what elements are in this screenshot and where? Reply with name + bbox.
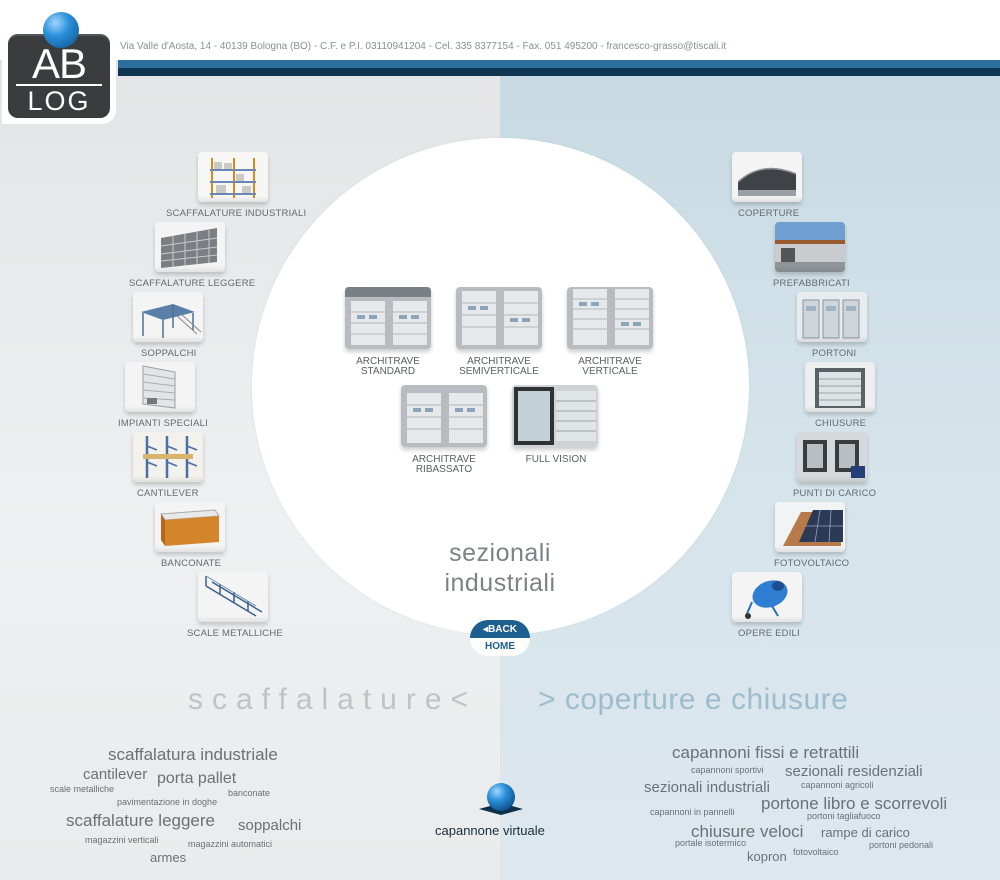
tag-link[interactable]: scale metalliche: [50, 784, 115, 794]
tag-link[interactable]: rampe di carico: [821, 825, 910, 840]
category-label-prefab-building[interactable]: PREFABBRICATI: [773, 278, 850, 289]
tag-link[interactable]: fotovoltaico: [793, 847, 839, 857]
category-label-mezzanine[interactable]: SOPPALCHI: [141, 348, 197, 359]
industrial-shelving-image[interactable]: [198, 152, 268, 202]
door-full-vision-image[interactable]: [512, 385, 598, 447]
tag-link[interactable]: capannoni fissi e retrattili: [672, 743, 860, 762]
company-address: Via Valle d'Aosta, 14 - 40139 Bologna (B…: [120, 41, 727, 52]
back-home-button[interactable]: ◂BACK HOME: [470, 620, 530, 658]
tag-link[interactable]: portoni tagliafuoco: [807, 811, 881, 821]
category-label-light-shelving[interactable]: SCAFFALATURE LEGGERE: [129, 278, 256, 289]
roof-cover-image[interactable]: [732, 152, 802, 202]
tag-link[interactable]: capannoni agricoli: [801, 780, 874, 790]
logo-divider: [16, 84, 102, 86]
logo-plate: AB LOG: [8, 34, 110, 118]
category-label-doors[interactable]: PORTONI: [812, 348, 857, 359]
category-label-loading-dock[interactable]: PUNTI DI CARICO: [793, 488, 877, 499]
door-vertical-image[interactable]: [567, 287, 653, 349]
tag-link[interactable]: capannoni in pannelli: [650, 807, 735, 817]
section-title-covers-closures[interactable]: > coperture e chiusure: [538, 683, 849, 716]
mezzanine-image[interactable]: [133, 292, 203, 342]
category-label-roof-cover[interactable]: COPERTURE: [738, 208, 800, 219]
page-title: sezionali industriali: [444, 539, 556, 597]
logo-text-bottom: LOG: [27, 86, 91, 116]
door-label-standard[interactable]: ARCHITRAVE STANDARD: [356, 356, 420, 377]
category-label-concrete-mixer[interactable]: OPERE EDILI: [738, 628, 800, 639]
tag-link[interactable]: magazzini automatici: [188, 839, 273, 849]
tag-link[interactable]: armes: [150, 850, 187, 865]
door-label-full-vision[interactable]: FULL VISION: [525, 454, 587, 465]
counter-image[interactable]: [155, 502, 225, 552]
site-logo[interactable]: AB LOG: [2, 12, 116, 124]
center-circle: [252, 138, 749, 635]
door-semivertical-image[interactable]: [456, 287, 542, 349]
prefab-building-image[interactable]: [775, 222, 845, 272]
doors-image[interactable]: [797, 292, 867, 342]
tag-link[interactable]: kopron: [747, 849, 787, 864]
tag-link[interactable]: cantilever: [83, 766, 148, 783]
tag-link[interactable]: scaffalatura industriale: [108, 745, 278, 764]
door-lowered-image[interactable]: [401, 385, 487, 447]
category-label-closures[interactable]: CHIUSURE: [815, 418, 867, 429]
category-label-metal-stairs[interactable]: SCALE METALLICHE: [187, 628, 283, 639]
tag-link[interactable]: chiusure veloci: [691, 822, 804, 841]
concrete-mixer-image[interactable]: [732, 572, 802, 622]
header-bar-light: [118, 60, 1000, 68]
loading-dock-image[interactable]: [797, 432, 867, 482]
special-systems-image[interactable]: [125, 362, 195, 412]
category-label-special-systems[interactable]: IMPIANTI SPECIALI: [118, 418, 208, 429]
tag-link[interactable]: magazzini verticali: [85, 835, 159, 845]
door-standard-image[interactable]: [345, 287, 431, 349]
category-label-counter[interactable]: BANCONATE: [161, 558, 222, 569]
tag-link[interactable]: pavimentazione in doghe: [117, 797, 218, 807]
tag-link[interactable]: soppalchi: [238, 817, 302, 834]
tag-link[interactable]: sezionali residenziali: [785, 763, 923, 780]
tag-link[interactable]: sezionali industriali: [644, 779, 770, 796]
solar-panel-image[interactable]: [775, 502, 845, 552]
tag-link[interactable]: portoni pedonali: [869, 840, 934, 850]
category-label-cantilever[interactable]: CANTILEVER: [137, 488, 199, 499]
light-shelving-image[interactable]: [155, 222, 225, 272]
tag-link[interactable]: scaffalature leggere: [66, 811, 216, 830]
virtual-shed-link[interactable]: capannone virtuale: [435, 823, 545, 838]
tag-link[interactable]: capannoni sportivi: [691, 765, 764, 775]
home-label[interactable]: HOME: [470, 638, 530, 656]
logo-text-top: AB: [31, 40, 87, 87]
door-label-vertical[interactable]: ARCHITRAVE VERTICALE: [578, 356, 642, 377]
metal-stairs-image[interactable]: [198, 572, 268, 622]
virtual-shed-sphere-icon[interactable]: [479, 782, 523, 818]
tag-link[interactable]: portale isotermico: [675, 838, 747, 848]
header-bar-dark: [118, 68, 1000, 76]
closures-image[interactable]: [805, 362, 875, 412]
tag-link[interactable]: banconate: [228, 788, 271, 798]
logo-sphere-icon: [43, 12, 79, 48]
tag-link[interactable]: porta pallet: [157, 770, 237, 787]
door-label-lowered[interactable]: ARCHITRAVE RIBASSATO: [412, 454, 476, 475]
door-label-semivertical[interactable]: ARCHITRAVE SEMIVERTICALE: [459, 356, 539, 377]
header-strip: [0, 0, 1000, 60]
category-label-solar-panel[interactable]: FOTOVOLTAICO: [774, 558, 850, 569]
section-title-shelving[interactable]: scaffalature<: [188, 683, 478, 716]
back-label[interactable]: ◂BACK: [470, 620, 530, 638]
category-label-industrial-shelving[interactable]: SCAFFALATURE INDUSTRIALI: [166, 208, 307, 219]
cantilever-rack-image[interactable]: [133, 432, 203, 482]
tag-link[interactable]: portone libro e scorrevoli: [761, 794, 948, 813]
